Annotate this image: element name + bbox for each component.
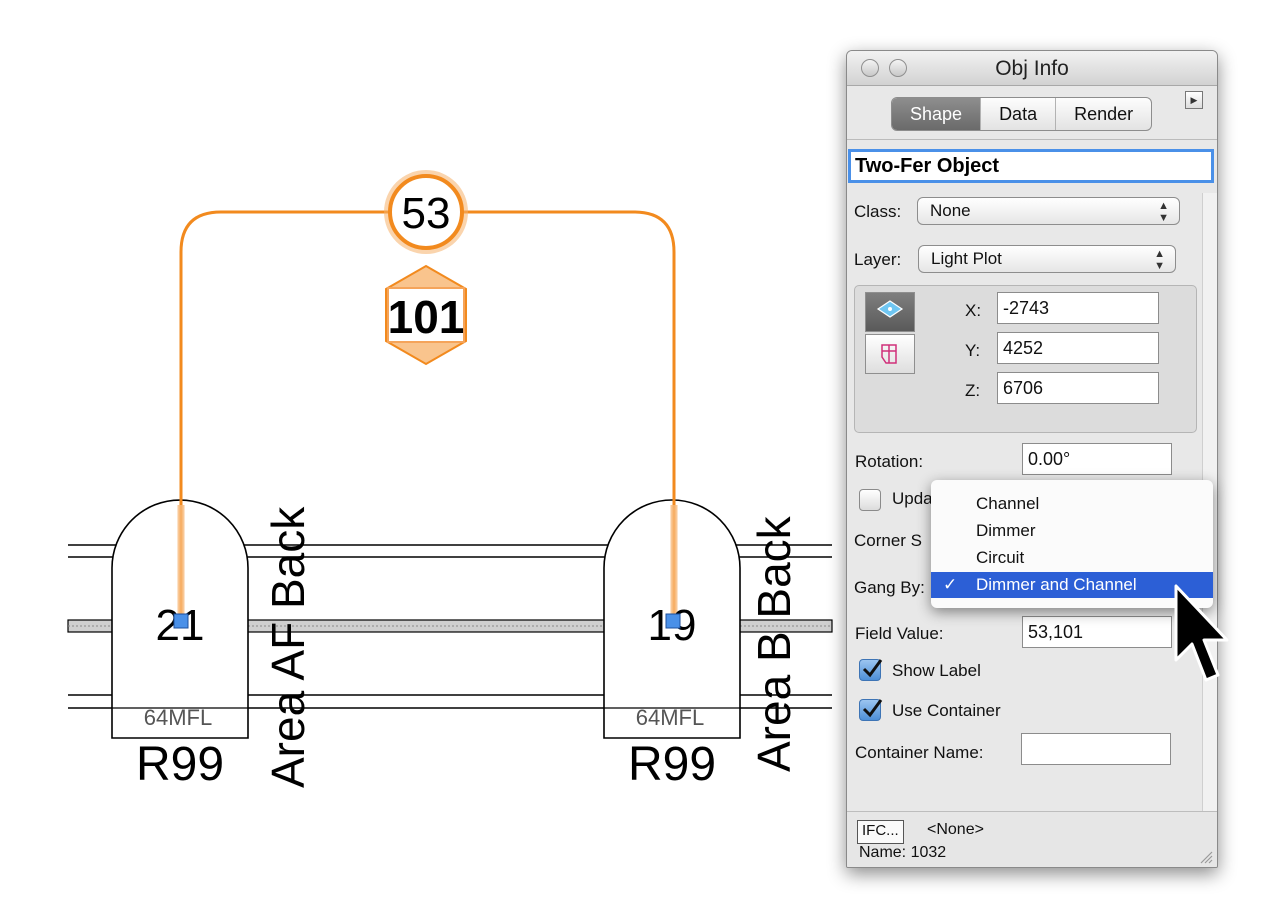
z-coordinate-field[interactable]: 6706 [997, 372, 1159, 404]
ifc-button[interactable]: IFC... [857, 820, 904, 844]
tab-data[interactable]: Data [980, 98, 1055, 130]
light-plot-drawing[interactable]: 53 101 21 64MFL R99 Area AF Back 19 64MF… [0, 0, 840, 903]
rotation-label: Rotation: [855, 452, 924, 471]
update-checkbox[interactable] [859, 489, 881, 511]
check-icon: ✓ [943, 575, 958, 594]
right-insertion-point[interactable] [665, 613, 681, 629]
left-insertion-point[interactable] [173, 613, 189, 629]
layer-label: Layer: [854, 250, 902, 269]
x-label: X: [965, 301, 982, 320]
use-container-checkbox[interactable] [859, 699, 883, 721]
popup-arrows-icon: ▲▼ [1154, 248, 1165, 272]
container-name-field[interactable] [1021, 733, 1171, 765]
circuit-tag[interactable]: 53 [384, 170, 468, 254]
right-unit-label: Area B Back [748, 515, 800, 772]
left-unit-color: R99 [136, 738, 224, 791]
object-name: Name: 1032 [859, 844, 947, 861]
palette-tabs: Shape Data Render [891, 97, 1153, 131]
show-label-text: Show Label [892, 661, 981, 680]
coordinates-group: X: -2743 Y: 4252 Z: 6706 [854, 285, 1197, 433]
checkmark-icon [862, 659, 883, 678]
field-value-label: Field Value: [855, 624, 944, 643]
show-label-checkbox[interactable] [859, 659, 883, 681]
plan-view-mode-icon[interactable] [865, 292, 915, 332]
channel-number: 101 [388, 291, 465, 343]
tabs-divider [847, 139, 1217, 140]
dropdown-item-label: Dimmer [976, 521, 1036, 540]
resize-grip-icon[interactable] [1199, 850, 1213, 864]
y-label: Y: [965, 341, 981, 360]
container-name-label: Container Name: [855, 743, 984, 762]
popup-arrows-icon: ▲▼ [1158, 200, 1169, 224]
dropdown-item-dimmer[interactable]: Dimmer [931, 518, 1213, 544]
dropdown-item-dimmer-and-channel[interactable]: ✓ Dimmer and Channel [931, 572, 1213, 598]
class-popup[interactable]: None ▲▼ [917, 197, 1180, 225]
palette-titlebar[interactable]: Obj Info [847, 51, 1217, 86]
dropdown-item-label: Dimmer and Channel [976, 575, 1137, 594]
layer-value: Light Plot [931, 249, 1002, 268]
tab-shape[interactable]: Shape [892, 98, 981, 130]
ifc-value: <None> [927, 821, 984, 838]
x-coordinate-field[interactable]: -2743 [997, 292, 1159, 324]
tab-render[interactable]: Render [1055, 98, 1151, 130]
mouse-pointer-icon [1174, 584, 1229, 682]
obj-info-palette: Obj Info Shape Data Render ▶ Two-Fer Obj… [846, 50, 1218, 868]
object-type-title: Two-Fer Object [848, 149, 1214, 183]
update-label: Upda [892, 489, 933, 508]
y-coordinate-field[interactable]: 4252 [997, 332, 1159, 364]
gang-by-dropdown-menu: Channel Dimmer Circuit ✓ Dimmer and Chan… [931, 480, 1213, 608]
use-container-text: Use Container [892, 701, 1001, 720]
collapse-window-button[interactable] [889, 59, 907, 77]
gang-by-label: Gang By: [854, 578, 925, 597]
dropdown-item-label: Channel [976, 494, 1040, 513]
corner-label: Corner S [854, 531, 923, 550]
layer-popup[interactable]: Light Plot ▲▼ [918, 245, 1176, 273]
palette-title: Obj Info [995, 57, 1069, 80]
dropdown-item-label: Circuit [976, 548, 1025, 567]
close-window-button[interactable] [861, 59, 879, 77]
two-fer-cable-halo [177, 505, 678, 620]
class-value: None [930, 201, 971, 220]
palette-footer: IFC... <None> Name: 1032 [847, 811, 1217, 867]
circuit-number: 53 [402, 189, 451, 238]
dropdown-item-circuit[interactable]: Circuit [931, 545, 1213, 571]
dropdown-item-channel[interactable]: Channel [931, 491, 1213, 517]
right-unit-color: R99 [628, 738, 716, 791]
rotation-field[interactable]: 0.00° [1022, 443, 1172, 475]
channel-tag[interactable]: 101 [385, 264, 467, 366]
left-unit-label: Area AF Back [262, 506, 314, 788]
left-unit-type: 64MFL [144, 705, 212, 730]
checkmark-icon [862, 699, 883, 718]
palette-menu-arrow-icon[interactable]: ▶ [1185, 91, 1203, 109]
class-label: Class: [854, 202, 902, 221]
z-label: Z: [965, 381, 981, 400]
right-unit-type: 64MFL [636, 705, 704, 730]
3d-view-mode-icon[interactable] [865, 334, 915, 374]
field-value-input[interactable]: 53,101 [1022, 616, 1172, 648]
